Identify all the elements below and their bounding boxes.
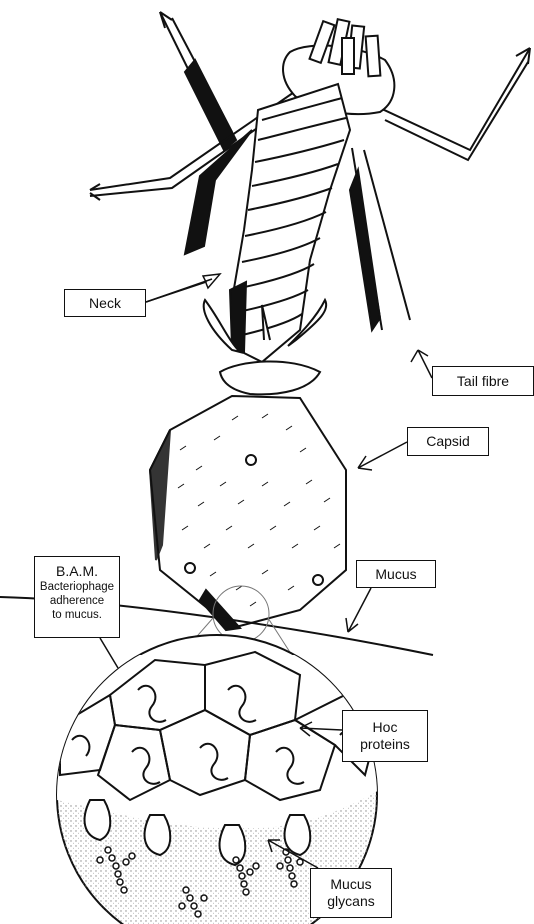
label-neck: Neck <box>64 289 146 317</box>
label-glycans-line2: glycans <box>311 893 391 910</box>
label-bam-line3: to mucus. <box>35 608 119 622</box>
tail-sheath <box>230 84 350 362</box>
label-bam-line1: Bacteriophage <box>35 580 119 594</box>
capsid-head <box>150 396 346 630</box>
label-mucus-glycans: Mucus glycans <box>310 868 392 918</box>
label-capsid-text: Capsid <box>408 428 488 455</box>
label-mucus: Mucus <box>356 560 436 588</box>
label-tail-fibre: Tail fibre <box>432 366 534 396</box>
label-mucus-text: Mucus <box>357 561 435 587</box>
label-neck-text: Neck <box>65 290 145 316</box>
label-capsid: Capsid <box>407 427 489 456</box>
label-bam-title: B.A.M. <box>35 563 119 580</box>
label-glycans-line1: Mucus <box>311 876 391 893</box>
label-hoc-line1: Hoc <box>343 719 427 736</box>
label-bam-line2: adherence <box>35 594 119 608</box>
label-bam: B.A.M. Bacteriophage adherence to mucus. <box>34 556 120 638</box>
label-hoc-proteins: Hoc proteins <box>342 710 428 762</box>
label-hoc-line2: proteins <box>343 736 427 753</box>
label-tail-fibre-text: Tail fibre <box>433 367 533 395</box>
